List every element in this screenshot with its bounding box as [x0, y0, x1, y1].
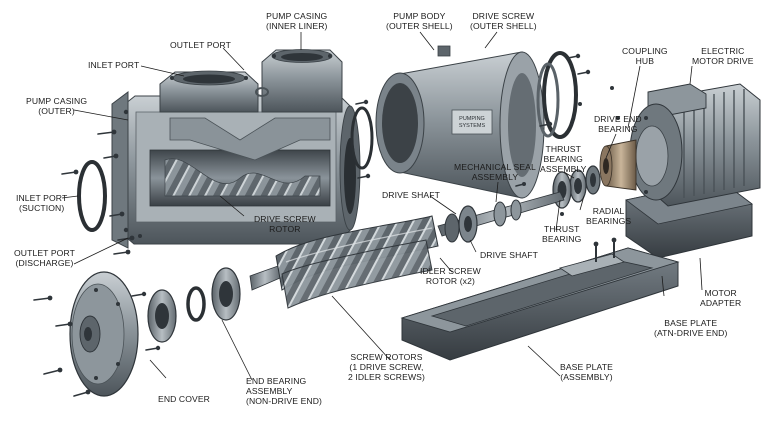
label-line: BASE PLATE [560, 362, 613, 372]
label-line: BEARING [598, 124, 638, 134]
label-line: ASSEMBLY [471, 172, 519, 182]
label-line: THRUST [545, 144, 581, 154]
label-line: BASE PLATE [664, 318, 718, 328]
outlet-port-flange [261, 49, 343, 113]
label-thrust-bearing: THRUST BEARING [542, 224, 581, 244]
label-line: (ATN-DRIVE END) [654, 328, 728, 338]
pump-body-shell: PUMPING SYSTEMS [375, 45, 545, 199]
loose-bolts [33, 53, 620, 397]
label-drive-shaft-upper: DRIVE SHAFT [382, 190, 440, 200]
label-line: DRIVE SHAFT [480, 250, 538, 260]
label-line: (INNER LINER) [266, 21, 328, 31]
label-line: (1 DRIVE SCREW, [349, 362, 424, 372]
label-radial-bearings: RADIAL BEARINGS [586, 206, 631, 226]
label-line: THRUST [543, 224, 580, 234]
label-line: MOTOR DRIVE [692, 56, 754, 66]
label-thrust-bearing-assembly: THRUST BEARING ASSEMBLY [540, 144, 587, 174]
end-cover [69, 271, 139, 397]
label-line: (DISCHARGE) [15, 258, 74, 268]
label-line: COUPLING [622, 46, 668, 56]
label-end-cover: END COVER [158, 394, 210, 404]
inlet-port-flange [159, 70, 259, 113]
label-mechanical-seal: MECHANICAL SEAL ASSEMBLY [454, 162, 536, 182]
label-line: DRIVE SCREW [472, 11, 535, 21]
label-pump-body: PUMP BODY (OUTER SHELL) [386, 11, 453, 31]
casing-o-ring [77, 160, 107, 232]
label-line: (ASSEMBLY) [560, 372, 613, 382]
label-screw-rotors: SCREW ROTORS (1 DRIVE SCREW, 2 IDLER SCR… [348, 352, 425, 382]
label-line: INLET PORT [16, 193, 68, 203]
label-line: PUMP CASING [266, 11, 328, 21]
label-line: BEARING [543, 154, 583, 164]
label-line: ASSEMBLY [540, 164, 587, 174]
label-line: BEARINGS [586, 216, 632, 226]
label-drive-shaft-lower: DRIVE SHAFT [480, 250, 538, 260]
coupling-hub [599, 139, 637, 191]
label-inlet-port: INLET PORT [88, 60, 139, 70]
label-line: PUMP CASING [26, 96, 88, 106]
label-line: BEARING [542, 234, 582, 244]
label-pump-casing-inner: PUMP CASING (INNER LINER) [266, 11, 327, 31]
label-base-plate-assembly: BASE PLATE (ASSEMBLY) [560, 362, 613, 382]
leader-lines [61, 31, 703, 381]
label-line: (OUTER SHELL) [386, 21, 453, 31]
drive-end-bearings [552, 165, 601, 209]
end-bearing-assembly [147, 267, 241, 343]
label-pump-casing-outer: PUMP CASING (OUTER) [26, 96, 87, 116]
label-electric-motor: ELECTRIC MOTOR DRIVE [692, 46, 754, 66]
mechanical-seal [444, 199, 522, 243]
label-line: PUMP BODY [393, 11, 446, 21]
label-line: END COVER [158, 394, 210, 404]
label-line: MECHANICAL SEAL [454, 162, 536, 172]
label-line: (NON-DRIVE END) [246, 396, 322, 406]
label-line: (OUTER SHELL) [470, 21, 537, 31]
label-line: 2 IDLER SCREWS) [348, 372, 425, 382]
label-idler-screw-rotor: IDLER SCREW ROTOR (x2) [420, 266, 481, 286]
base-plate [400, 240, 680, 361]
label-line: (OUTER) [38, 106, 75, 116]
label-line: ASSEMBLY [246, 386, 293, 396]
label-outlet-port-discharge: OUTLET PORT (DISCHARGE) [14, 248, 75, 268]
label-line: ADAPTER [700, 298, 742, 308]
label-line: ROTOR (x2) [425, 276, 475, 286]
internal-screw-rotor [164, 158, 321, 197]
nameplate-line-1: PUMPING [459, 116, 485, 122]
label-end-bearing-assembly: END BEARING ASSEMBLY (NON-DRIVE END) [246, 376, 322, 406]
label-drive-end-bearing: DRIVE END BEARING [594, 114, 642, 134]
label-line: OUTLET PORT [170, 40, 231, 50]
nameplate-line-2: SYSTEMS [459, 123, 486, 129]
electric-motor [625, 83, 761, 259]
label-drive-screw-outer: DRIVE SCREW (OUTER SHELL) [470, 11, 537, 31]
label-line: ELECTRIC [701, 46, 745, 56]
label-line: DRIVE SCREW [254, 214, 316, 224]
label-line: END BEARING [246, 376, 307, 386]
label-line: IDLER SCREW [420, 266, 481, 276]
body-o-ring [350, 106, 374, 170]
label-line: DRIVE END [594, 114, 642, 124]
label-coupling-hub: COUPLING HUB [622, 46, 668, 66]
label-drive-screw-rotor: DRIVE SCREW ROTOR [254, 214, 316, 234]
label-line: RADIAL [592, 206, 625, 216]
pump-casing [111, 49, 361, 249]
drive-screw-shell-rings [536, 51, 578, 139]
label-base-plate-drive: BASE PLATE (ATN-DRIVE END) [654, 318, 727, 338]
label-line: INLET PORT [88, 60, 140, 70]
label-inlet-port-suction: INLET PORT (SUCTION) [16, 193, 67, 213]
label-line: HUB [635, 56, 655, 66]
label-motor-adapter: MOTOR ADAPTER [700, 288, 741, 308]
label-line: (SUCTION) [19, 203, 65, 213]
label-line: SCREW ROTORS [350, 352, 423, 362]
screw-rotors [249, 215, 439, 309]
label-line: DRIVE SHAFT [382, 190, 440, 200]
label-line: ROTOR [269, 224, 301, 234]
label-line: OUTLET PORT [14, 248, 75, 258]
nameplate [451, 109, 493, 135]
label-outlet-port: OUTLET PORT [170, 40, 231, 50]
label-line: MOTOR [704, 288, 737, 298]
